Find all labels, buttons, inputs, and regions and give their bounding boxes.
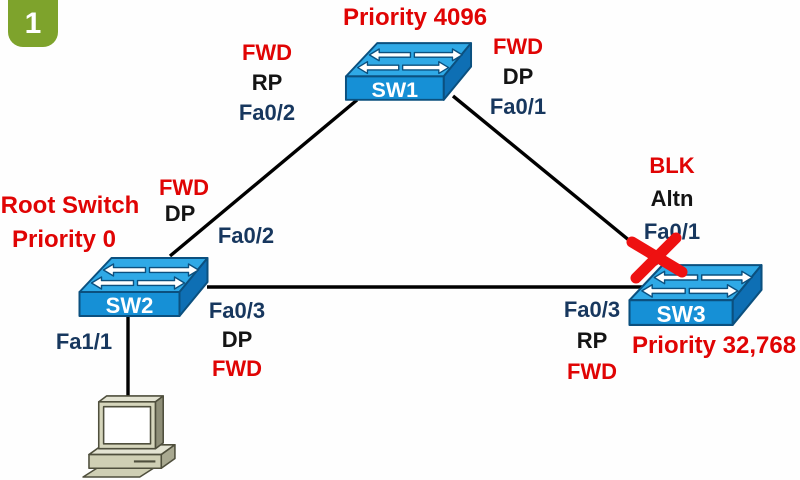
sw3-fa03-name: Fa0/3 — [563, 297, 621, 322]
link-sw2-sw1 — [168, 98, 359, 258]
sw3-fa01-role: Altn — [650, 186, 694, 211]
switch-sw1-label: SW1 — [372, 78, 419, 102]
arrow-left-icon — [368, 48, 412, 62]
arrow-right-icon — [136, 276, 186, 290]
arrow-right-icon — [688, 283, 739, 298]
arrow-right-icon — [401, 61, 450, 75]
arrow-left-icon — [641, 283, 686, 298]
sw2-fa03-role: DP — [221, 327, 253, 352]
switch-sw1-icon: SW1 — [344, 42, 473, 102]
sw1-fa02-port-labels: FWD RP Fa0/2 — [239, 38, 295, 128]
sw1-fa02-name: Fa0/2 — [238, 100, 296, 125]
switch-sw3-label: SW3 — [656, 301, 705, 327]
sw1-fa02-state: FWD — [241, 40, 293, 65]
sw2-priority-label: Priority 0 — [11, 226, 117, 253]
step-number-badge: 1 — [8, 0, 58, 47]
blocked-port-x-icon — [626, 232, 688, 284]
switch-sw3-icon: SW3 — [628, 264, 763, 327]
sw1-fa01-role: DP — [502, 64, 534, 89]
sw2-fa11-name: Fa1/1 — [55, 329, 113, 354]
switch-sw2-icon: SW2 — [78, 257, 209, 318]
arrow-left-icon — [356, 61, 400, 75]
sw2-fa03-name: Fa0/3 — [208, 298, 266, 323]
sw2-fa02-name: Fa0/2 — [217, 223, 275, 248]
arrow-left-icon — [653, 270, 699, 285]
arrow-right-icon — [413, 48, 463, 62]
sw2-root-switch-label: Root Switch — [0, 192, 140, 219]
arrow-right-icon — [148, 263, 200, 277]
sw3-priority-label: Priority 32,768 — [631, 332, 797, 359]
switch-sw2-label: SW2 — [106, 293, 154, 318]
arrow-left-icon — [90, 276, 135, 290]
sw1-priority-label: Priority 4096 — [342, 4, 488, 31]
sw3-fa03-state: FWD — [566, 359, 618, 384]
sw3-fa01-state: BLK — [649, 153, 695, 178]
sw1-fa02-role: RP — [251, 70, 283, 95]
arrow-left-icon — [102, 263, 147, 277]
sw2-fa03-port-labels: Fa0/3 DP FWD — [209, 296, 265, 383]
sw2-fa03-state: FWD — [211, 356, 263, 381]
link-sw1-sw3 — [451, 94, 660, 266]
pc-icon — [82, 395, 176, 478]
sw2-fa02-state: FWD — [158, 175, 210, 200]
arrow-right-icon — [700, 270, 753, 285]
sw3-fa01-port-labels: BLK Altn Fa0/1 — [644, 149, 700, 248]
sw2-fa02-role: DP — [164, 201, 196, 226]
sw3-fa03-role: RP — [576, 328, 608, 353]
sw1-fa01-name: Fa0/1 — [489, 94, 547, 119]
sw1-fa01-port-labels: FWD DP Fa0/1 — [490, 32, 546, 122]
sw3-fa03-port-labels: Fa0/3 RP FWD — [564, 294, 620, 387]
sw1-fa01-state: FWD — [492, 34, 544, 59]
